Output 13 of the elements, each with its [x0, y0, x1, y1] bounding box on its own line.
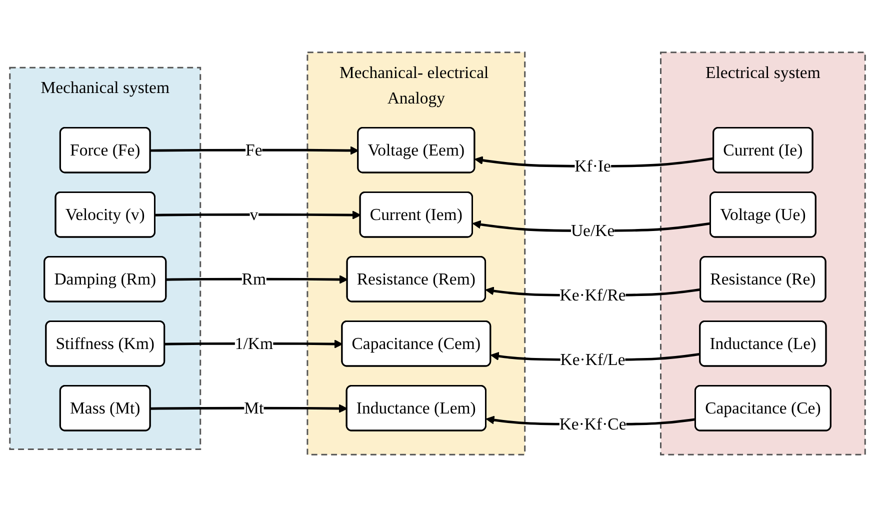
edge-label: Ke·Kf·Ce	[559, 414, 626, 434]
edge-label: Fe	[246, 140, 262, 160]
arrow	[150, 404, 348, 413]
edge-label: Ke·Kf/Le	[560, 350, 626, 369]
edge-label: Ke·Kf/Re	[560, 286, 626, 304]
edge-label: v	[250, 204, 258, 224]
edge-label: Ue/Ke	[570, 221, 615, 240]
arrow	[150, 146, 359, 155]
edge-label: Rm	[242, 270, 266, 288]
edge-label: Mt	[244, 398, 264, 418]
arrow	[155, 210, 361, 220]
edge-label: Kf·Ie	[574, 156, 611, 176]
edge-label: 1/Km	[234, 334, 273, 353]
